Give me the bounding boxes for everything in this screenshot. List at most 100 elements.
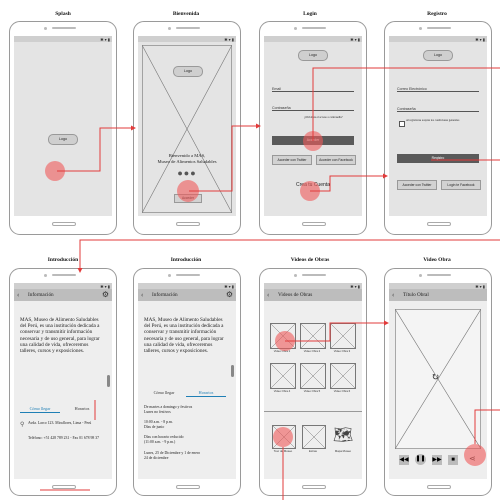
back-arrow-icon[interactable]: ‹ (267, 290, 270, 299)
back-arrow-icon[interactable]: ‹ (17, 290, 20, 299)
hotspot-tour[interactable] (273, 427, 293, 447)
tab-horarios[interactable]: Horarios (74, 406, 90, 411)
placeholder-cross (300, 363, 326, 389)
status-bar: ✱ ▾ ▮ (264, 36, 362, 42)
welcome-line2: Museo de Alimentos Saludables (157, 159, 217, 164)
screen-splash: ✱ ▾ ▮ Logo (14, 36, 112, 216)
home-button[interactable] (302, 222, 326, 226)
home-button[interactable] (52, 222, 76, 226)
facebook-login-button[interactable]: Login te Facebook (441, 180, 481, 190)
screen-intro1: ✱ ▾ ▮ ‹ Información ⚙ MAS, Museo de Alim… (14, 283, 112, 479)
facebook-login-button[interactable]: Acceder con Facebook (316, 155, 356, 165)
tab-horarios[interactable]: Horarios (186, 390, 226, 397)
register-button[interactable]: Registro (397, 154, 479, 163)
museum-description: MAS, Museo de Alimento Saludables del Pe… (144, 317, 224, 355)
speaker (176, 274, 200, 277)
placeholder-cross (330, 363, 356, 389)
video-caption: Video Obra 1 (273, 349, 291, 353)
schedule-line4: Días de junio (144, 425, 165, 429)
logo: Logo (423, 50, 453, 61)
scrollbar[interactable] (107, 375, 110, 387)
screen-intro2: ✱ ▾ ▮ ‹ Información ⚙ MAS, Museo de Alim… (138, 283, 236, 479)
status-icons: ✱ ▾ ▮ (100, 283, 110, 289)
home-button[interactable] (176, 222, 200, 226)
screen-title-intro2: Introducción (170, 257, 202, 263)
gear-icon[interactable]: ⚙ (225, 290, 233, 299)
screen-title-registro: Registro (427, 11, 447, 17)
speaker (427, 274, 451, 277)
home-button[interactable] (427, 485, 451, 489)
schedule-line8: 24 de diciembre (144, 456, 169, 460)
gear-icon[interactable]: ⚙ (101, 290, 109, 299)
back-arrow-icon[interactable]: ‹ (392, 290, 395, 299)
screen-registro: ✱ ▾ ▮ Logo Correo Electrónico Contraseña… (389, 36, 487, 216)
schedule-line5: Días con horario reducido (144, 435, 184, 439)
status-icons: ✱ ▾ ▮ (475, 283, 485, 289)
video-thumbnail[interactable] (300, 323, 326, 349)
home-button[interactable] (176, 485, 200, 489)
flow-share-out (474, 409, 500, 444)
tab-como-llegar[interactable]: Cómo llegar (20, 406, 60, 413)
logo: Logo (48, 134, 78, 145)
screen-title-login: Login (303, 11, 317, 17)
map-icon[interactable]: 🗺 (332, 427, 354, 444)
status-icons: ✱ ▾ ▮ (224, 36, 234, 42)
screen-title-bienvenida: Bienvenida (172, 11, 200, 17)
scrollbar[interactable] (231, 365, 234, 377)
video-player-placeholder[interactable] (395, 309, 481, 449)
reload-icon[interactable]: ↻ (431, 372, 440, 383)
camera-dot (168, 273, 171, 277)
video-caption: Video Obra 3 (333, 349, 351, 353)
schedule-line2: Lunes no festivos (144, 410, 171, 414)
hotspot-share[interactable] (464, 444, 486, 466)
speaker (176, 27, 200, 30)
home-button[interactable] (427, 222, 451, 226)
flow-splash-to-bienvenida (57, 125, 136, 172)
camera-dot (419, 273, 422, 277)
flow-video-to-obra (285, 320, 389, 342)
camera-dot (44, 273, 47, 277)
forward-icon[interactable]: ▶▶ (432, 455, 442, 465)
camera-dot (419, 26, 422, 30)
tab-como-llegar[interactable]: Cómo llegar (153, 390, 175, 395)
back-arrow-icon[interactable]: ‹ (141, 290, 144, 299)
screen-title-videos: Videos de Obras (290, 257, 330, 263)
twitter-login-button[interactable]: Acceder con Twitter (272, 155, 312, 165)
app-bar: ‹ Título Obral (389, 289, 487, 301)
speaker (302, 274, 326, 277)
extras-thumbnail[interactable] (302, 425, 326, 449)
logo: Logo (173, 66, 203, 77)
home-button[interactable] (302, 485, 326, 489)
location-pin-icon: ⚲ (20, 422, 25, 428)
status-bar: ✱ ▾ ▮ (264, 283, 362, 289)
twitter-login-button[interactable]: Acceder con Twitter (397, 180, 437, 190)
video-caption: Video Obra 6 (333, 389, 351, 393)
loading-dots: ●●● (177, 168, 197, 178)
video-thumbnail[interactable] (270, 363, 296, 389)
status-bar: ✱ ▾ ▮ (138, 283, 236, 289)
forgot-password-link[interactable]: ¿Olvidaste el acceso a contraseña? (304, 116, 343, 119)
home-button[interactable] (52, 485, 76, 489)
museum-description: MAS, Museo de Alimento Saludables del Pe… (20, 317, 100, 355)
video-thumbnail[interactable] (330, 363, 356, 389)
hotspot-splash[interactable] (45, 161, 65, 181)
email-field[interactable]: Correo Electrónico (397, 87, 479, 92)
screen-video-obra: ✱ ▾ ▮ ‹ Título Obral ↻ ◀◀ ❚❚ ▶▶ ■ ⋖ (389, 283, 487, 479)
hotspot-bienvenida[interactable] (177, 180, 199, 202)
screen-title-splash: Splash (55, 11, 71, 17)
placeholder-cross (270, 363, 296, 389)
pause-icon[interactable]: ❚❚ (415, 454, 426, 465)
stop-icon[interactable]: ■ (448, 455, 458, 465)
status-icons: ✱ ▾ ▮ (224, 283, 234, 289)
rewind-icon[interactable]: ◀◀ (399, 455, 409, 465)
terms-checkbox[interactable] (399, 121, 405, 127)
status-icons: ✱ ▾ ▮ (350, 36, 360, 42)
password-field[interactable]: Contraseña (397, 107, 479, 112)
address-text: Avda. Larco 123. Miraflores, Lima - Perú (28, 421, 92, 425)
placeholder-cross (300, 323, 326, 349)
video-thumbnail[interactable] (300, 363, 326, 389)
map-caption: Mapa Museo (334, 449, 352, 453)
